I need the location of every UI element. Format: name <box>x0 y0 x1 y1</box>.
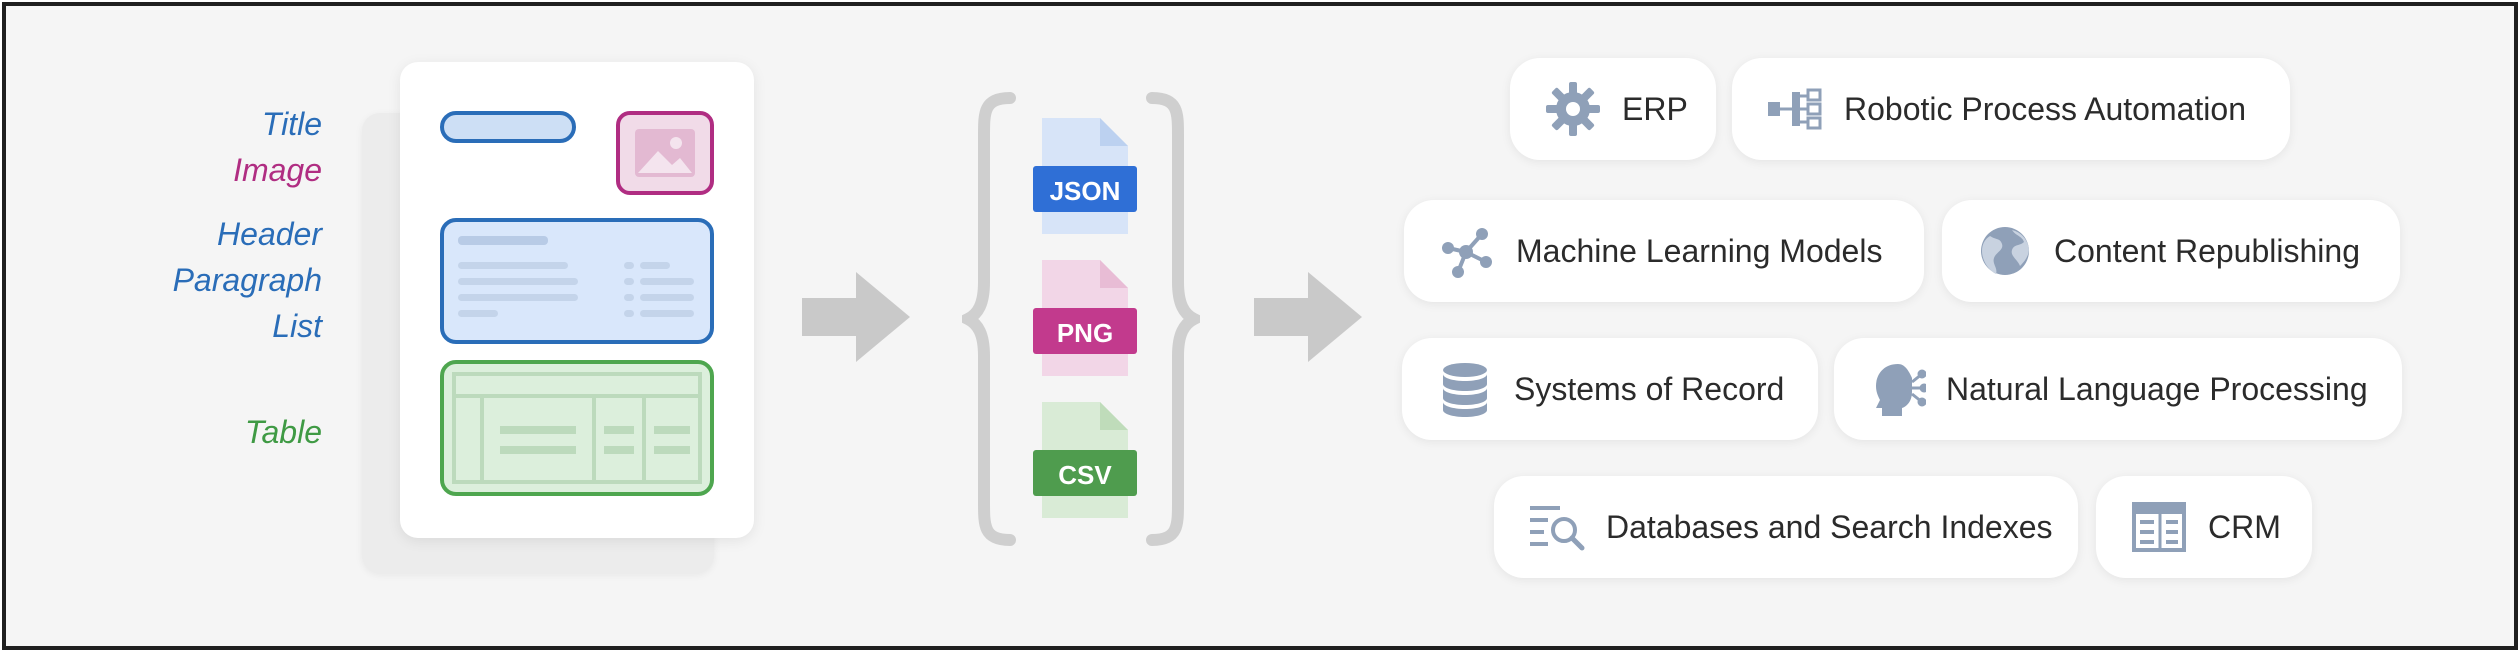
format-label: JSON <box>1050 176 1121 206</box>
image-icon <box>635 129 695 177</box>
format-label: PNG <box>1057 318 1113 348</box>
right-brace-icon <box>1146 92 1200 546</box>
list-bullet <box>624 294 634 301</box>
json-file-icon: JSON <box>1033 118 1137 234</box>
process-flow-icon <box>1764 78 1826 140</box>
csv-file-icon: CSV <box>1033 402 1137 518</box>
paragraph-line <box>458 262 568 269</box>
arrow-right-icon <box>802 272 910 362</box>
table-placeholder <box>440 360 714 496</box>
list-bullet <box>624 278 634 285</box>
database-icon <box>1434 358 1496 420</box>
label-table: Table <box>244 414 322 450</box>
label-paragraph: Paragraph <box>172 262 322 298</box>
destination-crm: CRM <box>2096 476 2312 578</box>
image-placeholder <box>616 111 714 195</box>
png-file-icon: PNG <box>1033 260 1137 376</box>
destination-content-republishing: Content Republishing <box>1942 200 2400 302</box>
destination-databases-and-search-indexes: Databases and Search Indexes <box>1494 476 2078 578</box>
head-brain-icon <box>1866 358 1928 420</box>
destination-machine-learning-models: Machine Learning Models <box>1404 200 1924 302</box>
format-label: CSV <box>1058 460 1112 490</box>
paragraph-line <box>458 278 578 285</box>
arrow-right-icon <box>1254 272 1362 362</box>
destination-label: Robotic Process Automation <box>1844 90 2246 127</box>
paragraph-line <box>458 294 578 301</box>
list-line <box>640 294 694 301</box>
destination-label: Machine Learning Models <box>1516 232 1883 269</box>
destination-robotic-process-automation: Robotic Process Automation <box>1732 58 2290 160</box>
document-page <box>400 62 754 538</box>
destination-label: Systems of Record <box>1514 370 1785 407</box>
list-bullet <box>624 262 634 269</box>
table-grid-icon <box>2128 496 2190 558</box>
paragraph-line <box>458 310 498 317</box>
search-list-icon <box>1526 496 1588 558</box>
header-line <box>458 236 548 245</box>
header-paragraph-list-placeholder <box>440 218 714 344</box>
destination-label: Content Republishing <box>2054 232 2360 269</box>
gear-icon <box>1542 78 1604 140</box>
table-grid <box>452 372 702 484</box>
list-line <box>640 278 694 285</box>
destination-systems-of-record: Systems of Record <box>1402 338 1818 440</box>
destination-label: ERP <box>1622 90 1688 127</box>
label-title: Title <box>261 106 322 142</box>
label-image: Image <box>233 152 322 188</box>
destination-erp: ERP <box>1510 58 1716 160</box>
destination-natural-language-processing: Natural Language Processing <box>1834 338 2402 440</box>
network-nodes-icon <box>1436 220 1498 282</box>
globe-icon <box>1974 220 2036 282</box>
destination-label: Natural Language Processing <box>1946 370 2368 407</box>
list-line <box>640 262 670 269</box>
list-line <box>640 310 694 317</box>
destination-label: Databases and Search Indexes <box>1606 508 2053 545</box>
list-bullet <box>624 310 634 317</box>
destination-label: CRM <box>2208 508 2281 545</box>
left-brace-icon <box>962 92 1016 546</box>
label-header: Header <box>217 216 322 252</box>
title-placeholder <box>440 111 576 143</box>
label-list: List <box>272 308 322 344</box>
